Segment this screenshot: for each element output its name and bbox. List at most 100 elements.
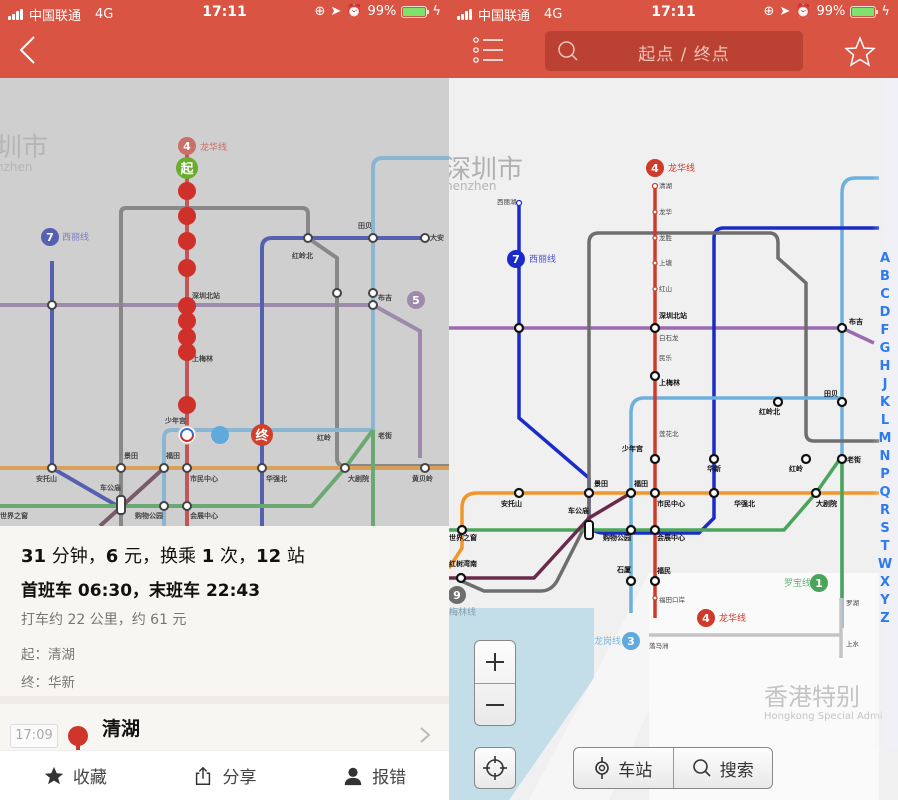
chevron-left-icon bbox=[19, 36, 35, 64]
share-button[interactable]: 分享 bbox=[192, 763, 256, 788]
index-letter[interactable]: N bbox=[879, 449, 891, 464]
carrier-label: 中国联通 bbox=[29, 9, 82, 24]
zoom-in-button[interactable] bbox=[475, 641, 515, 683]
signal-icon bbox=[457, 9, 472, 20]
svg-text:景田: 景田 bbox=[593, 479, 608, 488]
chevron-right-icon bbox=[420, 727, 431, 743]
index-letter[interactable]: C bbox=[880, 287, 890, 302]
route-detail-screen: 中国联通 4G 17:11 ⊕ ➤ ⏰ 99% ϟ 圳市 nzhen bbox=[0, 0, 449, 800]
svg-text:龙胜: 龙胜 bbox=[659, 233, 673, 242]
route-map[interactable]: 圳市 nzhen bbox=[0, 78, 449, 528]
station-name: 清湖 bbox=[102, 718, 141, 740]
search-placeholder: 起点 / 终点 bbox=[638, 45, 730, 65]
svg-text:购物公园: 购物公园 bbox=[135, 511, 163, 520]
index-letter[interactable]: X bbox=[879, 575, 891, 590]
nav-bar: 中国联通 4G 17:11 ⊕ ➤ ⏰ 99% ϟ 起点 / 终点 bbox=[449, 0, 898, 78]
metro-map[interactable]: 深圳市 henzhen 香港特别 Hongkong Special Admi bbox=[449, 78, 898, 800]
carrier-label: 中国联通 bbox=[478, 9, 531, 24]
menu-button[interactable] bbox=[473, 36, 505, 64]
route-search-input[interactable]: 起点 / 终点 bbox=[545, 31, 803, 71]
svg-text:布吉: 布吉 bbox=[849, 317, 863, 326]
svg-text:少年宫: 少年宫 bbox=[621, 444, 643, 453]
svg-text:民乐: 民乐 bbox=[659, 353, 673, 362]
index-letter[interactable]: Y bbox=[880, 593, 890, 608]
svg-text:龙岗线: 龙岗线 bbox=[594, 635, 621, 647]
svg-text:4: 4 bbox=[702, 612, 710, 625]
index-letter[interactable]: J bbox=[882, 377, 888, 392]
favorites-button[interactable] bbox=[844, 35, 876, 68]
svg-text:4: 4 bbox=[651, 162, 659, 175]
destination-label: 终：华新 bbox=[21, 675, 75, 691]
favorite-button[interactable]: 收藏 bbox=[43, 763, 107, 788]
minus-icon bbox=[486, 703, 504, 706]
index-letter[interactable]: F bbox=[880, 323, 890, 338]
index-letter[interactable]: B bbox=[880, 269, 890, 284]
index-letter[interactable]: M bbox=[878, 431, 892, 446]
svg-text:华强北: 华强北 bbox=[266, 474, 287, 483]
svg-text:安托山: 安托山 bbox=[36, 474, 57, 483]
search-button[interactable]: 搜索 bbox=[672, 748, 773, 788]
svg-text:西丽湖: 西丽湖 bbox=[497, 197, 517, 206]
station-button[interactable]: 车站 bbox=[574, 748, 673, 788]
route-step-row[interactable]: 17:09 清湖 bbox=[0, 704, 449, 750]
index-letter[interactable]: S bbox=[880, 521, 890, 536]
svg-text:红岭: 红岭 bbox=[317, 433, 331, 442]
index-letter[interactable]: P bbox=[880, 467, 890, 482]
start-marker bbox=[176, 157, 198, 179]
index-letter[interactable]: Q bbox=[879, 485, 891, 500]
svg-text:nzhen: nzhen bbox=[0, 160, 33, 174]
alarm-icon: ⏰ bbox=[795, 4, 812, 19]
back-button[interactable] bbox=[14, 34, 44, 66]
svg-text:龙华线: 龙华线 bbox=[200, 141, 227, 153]
svg-text:老街: 老街 bbox=[377, 431, 392, 440]
index-letter[interactable]: L bbox=[880, 413, 890, 428]
svg-text:会展中心: 会展中心 bbox=[657, 533, 685, 542]
transfer-icon bbox=[180, 428, 194, 436]
departure-time: 17:09 bbox=[10, 724, 58, 748]
index-letter[interactable]: D bbox=[879, 305, 891, 320]
svg-text:上塘: 上塘 bbox=[659, 258, 673, 267]
search-icon bbox=[692, 759, 711, 777]
network-label: 4G bbox=[544, 7, 563, 22]
svg-text:福田口岸: 福田口岸 bbox=[659, 595, 686, 604]
index-letter[interactable]: K bbox=[879, 395, 891, 410]
locate-me-button[interactable] bbox=[474, 747, 516, 789]
crosshair-icon bbox=[483, 756, 507, 780]
svg-text:4: 4 bbox=[183, 140, 191, 153]
svg-text:车公庙: 车公庙 bbox=[100, 483, 121, 492]
svg-text:会展中心: 会展中心 bbox=[190, 511, 218, 520]
battery-icon bbox=[850, 5, 879, 18]
svg-text:龙华: 龙华 bbox=[659, 207, 673, 216]
star-filled-icon bbox=[44, 766, 63, 784]
svg-text:Hongkong Special Admi: Hongkong Special Admi bbox=[764, 711, 882, 722]
rotation-lock-icon: ⊕ bbox=[763, 4, 775, 19]
charging-icon: ϟ bbox=[881, 4, 890, 19]
svg-text:车公庙: 车公庙 bbox=[568, 506, 589, 515]
network-label: 4G bbox=[95, 7, 114, 22]
svg-text:上梅林: 上梅林 bbox=[192, 354, 214, 363]
svg-text:1: 1 bbox=[815, 577, 823, 590]
station-index-bar[interactable]: A B C D F G H J K L M N P Q R S T W X Y … bbox=[872, 250, 898, 628]
status-bar: 中国联通 4G 17:11 ⊕ ➤ ⏰ 99% ϟ bbox=[0, 0, 449, 26]
svg-text:龙华线: 龙华线 bbox=[719, 612, 746, 624]
svg-text:福田: 福田 bbox=[633, 479, 648, 488]
route-stats: 31 分钟，6 元，换乘 1 次，12 站 bbox=[21, 546, 305, 567]
index-strip bbox=[872, 78, 898, 750]
index-letter[interactable]: Z bbox=[880, 611, 890, 626]
index-letter[interactable]: A bbox=[879, 251, 891, 266]
report-error-button[interactable]: 报错 bbox=[342, 763, 406, 788]
index-letter[interactable]: R bbox=[879, 503, 890, 518]
svg-text:清湖: 清湖 bbox=[659, 181, 673, 190]
svg-text:起: 起 bbox=[179, 161, 194, 177]
index-letter[interactable]: T bbox=[880, 539, 890, 554]
index-letter[interactable]: G bbox=[879, 341, 891, 356]
svg-text:福民: 福民 bbox=[656, 566, 671, 575]
action-bar: 收藏 分享 报错 bbox=[0, 750, 449, 800]
metro-map-screen: 中国联通 4G 17:11 ⊕ ➤ ⏰ 99% ϟ 起点 / 终点 bbox=[449, 0, 898, 800]
zoom-out-button[interactable] bbox=[475, 683, 515, 725]
svg-text:罗湖: 罗湖 bbox=[846, 598, 860, 607]
index-letter[interactable]: H bbox=[879, 359, 891, 374]
svg-text:红山: 红山 bbox=[659, 284, 672, 293]
index-letter[interactable]: W bbox=[877, 557, 893, 572]
charging-icon: ϟ bbox=[432, 4, 441, 19]
